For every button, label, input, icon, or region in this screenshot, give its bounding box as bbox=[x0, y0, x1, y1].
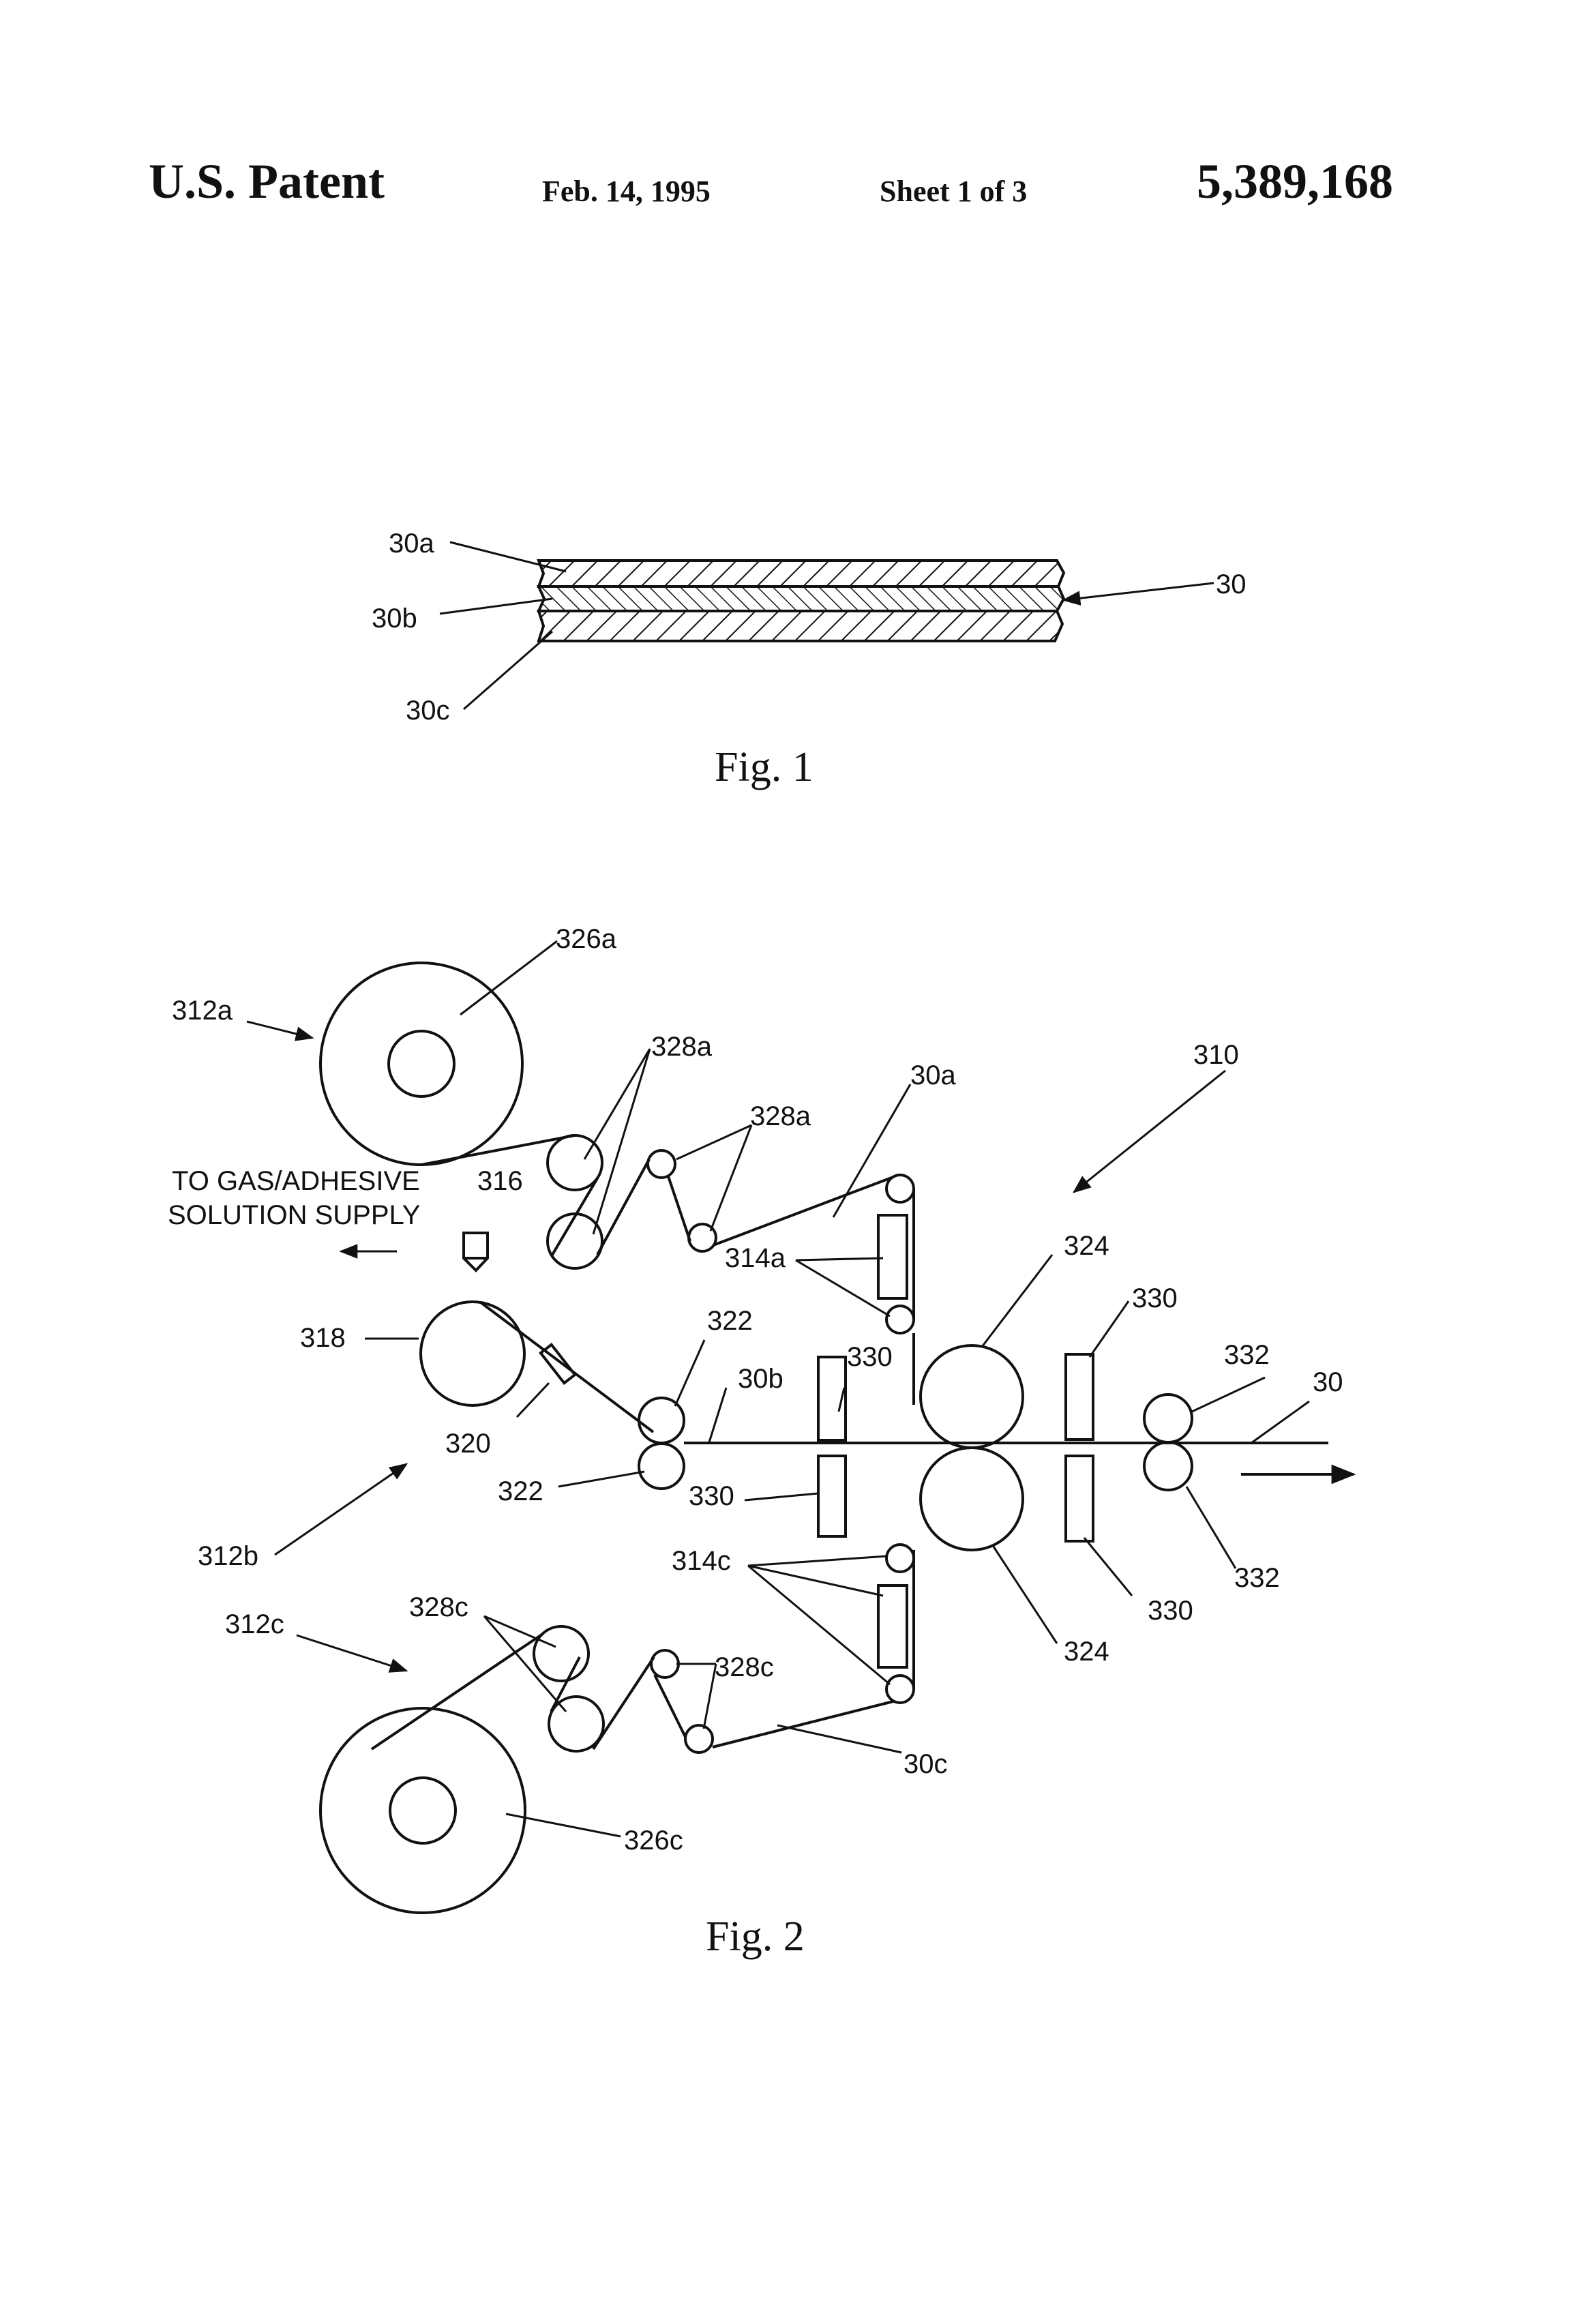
roller-328a-3 bbox=[648, 1150, 675, 1178]
roll-core-326a bbox=[389, 1031, 454, 1097]
layer-30c bbox=[539, 611, 1062, 641]
label-30a-fig2: 30a bbox=[910, 1060, 956, 1090]
label-328c-1: 328c bbox=[409, 1592, 468, 1622]
heater-314a bbox=[878, 1215, 907, 1298]
label-324-bottom: 324 bbox=[1064, 1637, 1109, 1667]
label-30b: 30b bbox=[372, 604, 417, 634]
roller-314c-top bbox=[886, 1545, 914, 1572]
heater-330-tr bbox=[1066, 1354, 1093, 1440]
label-326c: 326c bbox=[624, 1826, 683, 1856]
supply-text-line2: SOLUTION SUPPLY bbox=[168, 1200, 420, 1230]
label-324-top: 324 bbox=[1064, 1231, 1109, 1261]
fig1-laminate bbox=[539, 561, 1064, 641]
label-30c-fig2: 30c bbox=[904, 1749, 948, 1779]
pull-roller-332-top bbox=[1144, 1395, 1192, 1442]
label-30c: 30c bbox=[406, 696, 450, 726]
roll-core-326c bbox=[390, 1778, 456, 1843]
label-320: 320 bbox=[445, 1429, 491, 1459]
label-328c-2: 328c bbox=[715, 1652, 774, 1682]
label-328a-1: 328a bbox=[651, 1032, 713, 1062]
label-330-bl: 330 bbox=[689, 1481, 734, 1511]
label-330-br: 330 bbox=[1148, 1596, 1193, 1626]
layer-30a bbox=[539, 561, 1064, 586]
heater-330-bl bbox=[818, 1456, 846, 1536]
layer-30b bbox=[539, 586, 1064, 611]
label-30: 30 bbox=[1216, 569, 1247, 599]
label-312b: 312b bbox=[198, 1541, 258, 1571]
label-326a: 326a bbox=[556, 924, 617, 954]
label-330-tr: 330 bbox=[1132, 1283, 1178, 1313]
heater-330-br bbox=[1066, 1456, 1093, 1541]
nip-roller-322-bottom bbox=[639, 1444, 684, 1489]
roller-328c-3 bbox=[651, 1650, 678, 1678]
nozzle-316 bbox=[464, 1233, 488, 1270]
roller-314c-bottom bbox=[886, 1675, 914, 1703]
roller-328a-2 bbox=[548, 1214, 602, 1268]
fig1-caption: Fig. 1 bbox=[715, 743, 814, 792]
label-318: 318 bbox=[300, 1323, 346, 1353]
pull-roller-332-bottom bbox=[1144, 1442, 1192, 1490]
laminating-roll-324-bottom bbox=[921, 1448, 1023, 1550]
label-316: 316 bbox=[477, 1166, 523, 1196]
label-332-top: 332 bbox=[1224, 1340, 1270, 1370]
supply-roll-326c bbox=[320, 1708, 525, 1913]
label-322-top: 322 bbox=[707, 1306, 753, 1336]
laminating-roll-324-top bbox=[921, 1345, 1023, 1448]
coating-roll-318 bbox=[421, 1302, 524, 1405]
roller-328c-2 bbox=[549, 1697, 603, 1751]
roller-328c-4 bbox=[685, 1725, 713, 1753]
supply-roll-326a bbox=[320, 963, 522, 1165]
label-312a: 312a bbox=[172, 996, 233, 1026]
label-314a: 314a bbox=[725, 1243, 786, 1273]
nip-roller-322-top bbox=[639, 1398, 684, 1443]
fig2-caption: Fig. 2 bbox=[706, 1913, 805, 1961]
heater-314c bbox=[878, 1585, 907, 1667]
label-312c: 312c bbox=[225, 1609, 284, 1639]
supply-text-line1: TO GAS/ADHESIVE bbox=[172, 1166, 420, 1196]
label-322-bottom: 322 bbox=[498, 1476, 543, 1506]
label-30a: 30a bbox=[389, 528, 434, 558]
label-332-bottom: 332 bbox=[1234, 1563, 1280, 1593]
label-30b-fig2: 30b bbox=[738, 1364, 783, 1394]
label-310: 310 bbox=[1193, 1040, 1239, 1070]
roller-314a-bottom bbox=[886, 1306, 914, 1333]
label-314c: 314c bbox=[672, 1546, 731, 1576]
label-30-fig2: 30 bbox=[1313, 1367, 1343, 1397]
label-328a-2: 328a bbox=[750, 1101, 811, 1131]
label-330-tl: 330 bbox=[847, 1342, 893, 1372]
